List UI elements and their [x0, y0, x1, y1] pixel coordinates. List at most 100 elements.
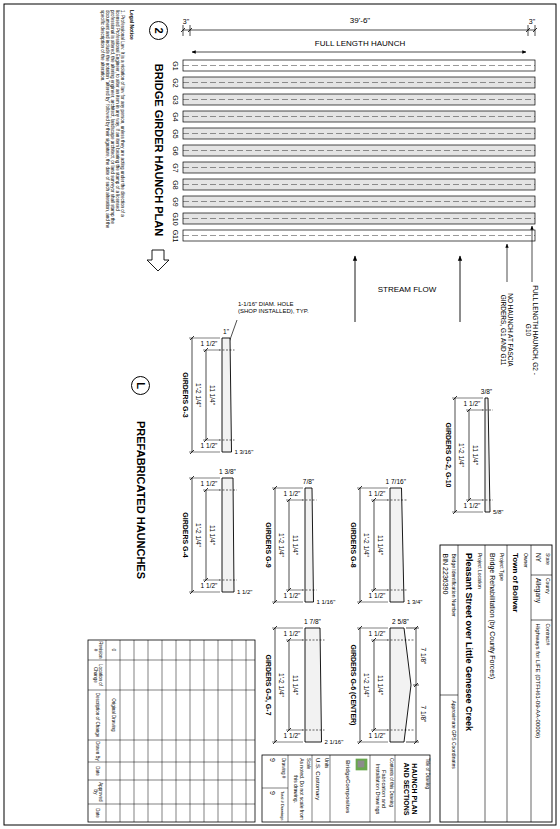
extension-line — [189, 478, 220, 479]
dimension: 1'-2 1/4" — [278, 673, 285, 697]
table-rule — [88, 740, 255, 741]
section-title: GIRDERS G-2, G-10 — [445, 423, 452, 488]
dimension: 1 1/2" — [201, 341, 218, 348]
table-rule — [88, 780, 255, 781]
title-block-rule — [507, 545, 508, 822]
girder — [183, 213, 535, 224]
field-value: Allegany — [534, 578, 541, 618]
title-block-rule — [312, 755, 313, 822]
field-name: Bridge Identification Number — [450, 553, 456, 688]
table-header: Location of Change — [92, 661, 102, 689]
hole-line — [387, 640, 414, 641]
field-name: State — [544, 553, 550, 573]
table-rule — [204, 640, 205, 822]
view-callout-circle: 2 — [149, 21, 168, 40]
dimension: 1 1/2" — [237, 589, 252, 595]
section-title: GIRDERS G-4 — [182, 512, 189, 558]
dimension: 7/8" — [303, 479, 314, 486]
dimension: 11 1/4" — [377, 675, 384, 695]
dimension-tick — [414, 740, 418, 744]
dimension: 1 1/2" — [369, 631, 386, 638]
dimension: 39'-6" — [350, 17, 370, 25]
dimension: 1 1/2" — [201, 481, 218, 488]
field-value: 9 — [268, 791, 276, 821]
dimension-tick — [358, 600, 362, 604]
leader-line — [532, 226, 533, 282]
table-rule — [190, 640, 191, 822]
callout-note: 1-1/16" DIAM. HOLE (SHOP INSTALLED), TYP… — [238, 301, 310, 314]
field-name: Total # Drawings — [280, 791, 284, 821]
dimension: 1 1/2" — [369, 593, 386, 600]
title-block-rule — [531, 545, 532, 822]
table-rule — [88, 660, 255, 661]
table-header: Date — [95, 763, 100, 779]
girder-label: G1 — [172, 61, 179, 70]
dimension-tick — [453, 510, 457, 514]
hole-line — [302, 730, 325, 731]
dimension-line — [206, 350, 207, 440]
field-value: Pleasant Street over Little Genesee Cree… — [463, 553, 473, 813]
extension-line — [357, 742, 388, 743]
dimension-tick — [372, 638, 376, 642]
dimension-line — [374, 500, 375, 590]
dimension-tick — [358, 740, 362, 744]
dimension: 3" — [529, 18, 535, 25]
dimension: 11 1/4" — [292, 535, 299, 555]
dimension-tick — [190, 476, 194, 480]
extension-line — [357, 628, 388, 629]
dimension-line — [275, 488, 276, 602]
girder-centerline — [183, 235, 535, 236]
girder-centerline — [183, 133, 535, 134]
dimension: 1 1/2" — [369, 491, 386, 498]
dimension-tick — [204, 348, 208, 352]
field-name: Title of Drawing — [425, 758, 430, 818]
notice-text: 1. Professional Law: It is a violation o… — [100, 10, 125, 230]
field-name: Scale — [306, 758, 311, 818]
field-value: U.S. Customary — [315, 758, 322, 818]
hole-line — [302, 590, 317, 591]
girder-label: G11 — [172, 229, 179, 242]
table-rule — [246, 640, 247, 822]
table-header: Revision # — [92, 641, 102, 659]
dimension-line — [183, 30, 535, 31]
girder-label: G8 — [172, 180, 179, 189]
haunch-section — [305, 628, 322, 742]
girder — [183, 145, 535, 156]
title-block-rule — [531, 575, 552, 576]
dimension: 1 3/8" — [219, 469, 236, 476]
girder-centerline — [183, 201, 535, 202]
drawing-title: HAUNCH PLAN AND SECTIONS — [402, 758, 417, 820]
dimension-tick — [358, 626, 362, 630]
field-name: Contents of this Drawing — [389, 758, 394, 820]
extension-line — [272, 602, 303, 603]
dimension-tick — [273, 626, 277, 630]
leader-line — [507, 244, 508, 282]
dimension-tick — [372, 498, 376, 502]
field-value: As noted. Do not scale from this drawing… — [293, 758, 304, 820]
title-block-rule — [395, 755, 396, 822]
flow-arrow — [460, 256, 461, 322]
dimension-tick — [526, 28, 530, 32]
notice-heading: Legal Notice — [128, 10, 134, 230]
title-block-rule — [288, 755, 289, 822]
dimension-line — [374, 640, 375, 730]
extension-line — [357, 488, 388, 489]
table-header: Description of Change — [95, 691, 100, 739]
field-name: Project Type — [498, 553, 504, 813]
dimension-tick — [287, 588, 291, 592]
callout-note: NO HAUNCH AT FASCIA GIRDERS, G1 AND G11 — [500, 285, 514, 375]
girder-centerline — [183, 99, 535, 100]
title-block-rule — [330, 755, 331, 822]
dimension: 1 1/2" — [201, 583, 218, 590]
dimension: 7 1/8" — [420, 648, 427, 665]
field-value: Fabrication and Installation Drawings — [375, 758, 387, 820]
title-block-rule — [262, 788, 288, 789]
dimension: 1 1/2" — [284, 631, 301, 638]
haunch-section — [390, 628, 411, 742]
dimension: 3/8" — [481, 389, 492, 396]
extension-line — [272, 742, 303, 743]
dimension: 1 1/2" — [201, 443, 218, 450]
dimension-tick — [190, 590, 194, 594]
title-block-rule — [440, 695, 458, 696]
dimension-tick — [453, 396, 457, 400]
